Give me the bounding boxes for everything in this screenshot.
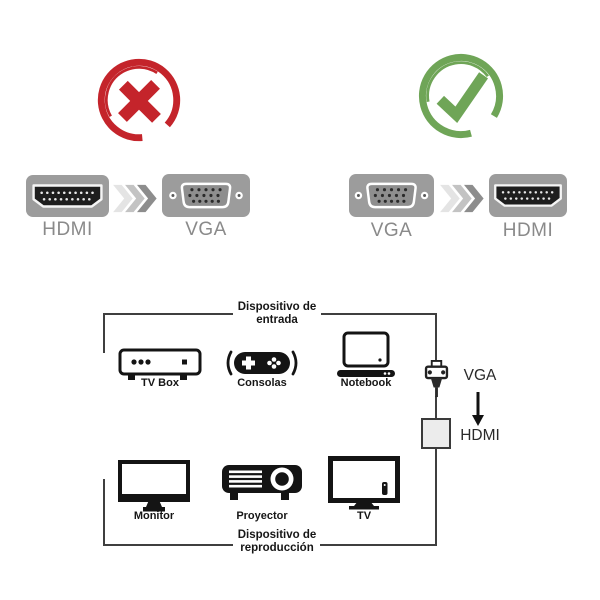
bracket-line — [103, 544, 233, 546]
arrow-chevrons-icon — [113, 184, 157, 213]
hdmi-port-glyph — [32, 184, 103, 208]
device-label: Proyector — [236, 510, 288, 522]
check-icon — [418, 53, 504, 139]
input-group-title-line2: entrada — [256, 314, 298, 326]
notebook-icon — [337, 331, 395, 377]
cross-icon — [97, 58, 181, 142]
tv-icon — [328, 456, 400, 510]
output-group-title: Dispositivo de reproducción — [210, 529, 344, 555]
device-label: TV Box — [141, 377, 179, 389]
bracket-line — [103, 313, 233, 315]
device-label: Monitor — [133, 510, 175, 522]
input-group-title-line1: Dispositivo de — [237, 301, 317, 313]
adapter-cable-line — [435, 396, 437, 419]
hdmi-port-glyph — [494, 184, 562, 207]
vga-connector-icon — [349, 174, 434, 217]
vga-connector-icon — [162, 174, 250, 217]
vga-port-glyph — [169, 182, 243, 209]
correct-from-label: VGA — [370, 220, 413, 241]
device-label: Consolas — [237, 377, 287, 389]
bracket-line — [103, 479, 105, 546]
hdmi-adapter-box — [421, 418, 451, 449]
projector-icon — [222, 465, 302, 500]
tv-box-icon — [118, 348, 202, 380]
bracket-line — [103, 313, 105, 353]
bracket-line — [321, 313, 437, 315]
wrong-to-label: VGA — [185, 219, 227, 240]
monitor-icon — [118, 460, 190, 512]
hdmi-connector-icon — [489, 174, 567, 217]
vga-port-glyph — [354, 182, 429, 209]
vga-plug-icon — [424, 360, 449, 398]
device-label: Notebook — [340, 377, 392, 389]
correct-to-label: HDMI — [502, 220, 554, 241]
wrong-from-label: HDMI — [42, 219, 93, 240]
hdmi-connector-icon — [26, 175, 109, 217]
adapter-hdmi-label: HDMI — [460, 427, 500, 444]
bracket-line — [435, 448, 437, 545]
output-group-title-line2: reproducción — [240, 542, 314, 554]
adapter-vga-label: VGA — [463, 367, 497, 384]
device-label: TV — [356, 510, 372, 522]
bracket-line — [320, 544, 437, 546]
input-group-title: Dispositivo de entrada — [217, 301, 337, 327]
down-arrow-icon — [472, 392, 484, 426]
game-console-icon — [226, 350, 298, 376]
arrow-chevrons-icon — [440, 184, 484, 213]
bracket-line — [435, 313, 437, 360]
output-group-title-line1: Dispositivo de — [237, 529, 317, 541]
